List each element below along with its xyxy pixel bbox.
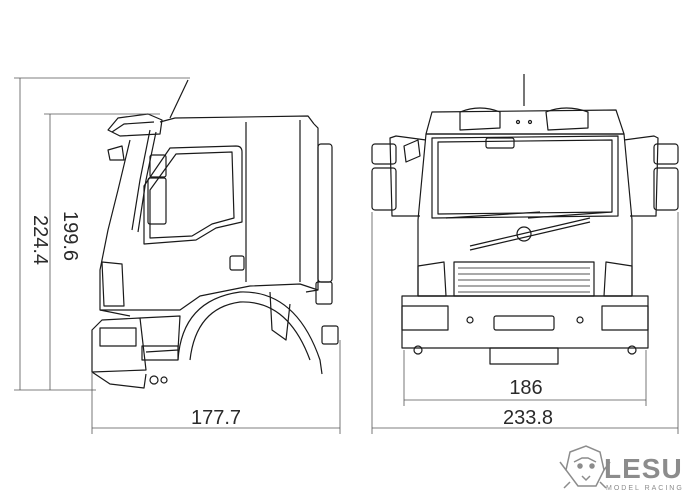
roof-front bbox=[425, 109, 625, 135]
cab-front-body bbox=[417, 133, 633, 297]
brand-emblem bbox=[516, 226, 532, 242]
wiper-right bbox=[527, 211, 613, 219]
cab-front bbox=[99, 139, 131, 317]
lion-head-icon bbox=[559, 445, 611, 489]
dim-height-cab: 199.6 bbox=[59, 211, 81, 261]
sill-line bbox=[100, 283, 319, 311]
dim-height-total: 224.4 bbox=[29, 215, 51, 265]
mirror-right-upper bbox=[653, 143, 679, 165]
exhaust-pipe bbox=[317, 143, 333, 283]
dim-front-track: 186 bbox=[509, 377, 542, 399]
side-dimensions bbox=[14, 77, 341, 434]
front-view bbox=[371, 74, 679, 365]
roof-vent-left bbox=[459, 107, 501, 131]
mirror-arm-right bbox=[623, 135, 659, 217]
mirror-top bbox=[107, 145, 125, 161]
wheel-arch bbox=[177, 291, 323, 375]
logo-wordmark: LESU bbox=[604, 453, 683, 484]
dim-side-length: 177.7 bbox=[191, 407, 241, 429]
door-handle bbox=[229, 255, 245, 271]
door-window bbox=[143, 145, 243, 245]
front-dimensions bbox=[371, 212, 679, 434]
lower-grille bbox=[453, 261, 595, 297]
mirror-arm-left bbox=[389, 135, 427, 217]
side-mirror bbox=[147, 177, 167, 225]
step-left bbox=[401, 305, 449, 331]
mirror-left-upper bbox=[371, 143, 397, 165]
mirror-right-lower bbox=[653, 167, 679, 211]
tow-hook bbox=[493, 315, 555, 331]
sun-sensor bbox=[485, 137, 515, 149]
headlight-left bbox=[417, 261, 447, 297]
roof-visor bbox=[107, 113, 163, 137]
lesu-logo: LESU MODEL RACING bbox=[559, 445, 684, 492]
cab-rear bbox=[305, 123, 319, 293]
antenna bbox=[169, 79, 189, 119]
grille-bar bbox=[469, 221, 591, 251]
roof-line bbox=[159, 115, 315, 125]
skid-plate bbox=[489, 347, 559, 365]
step-right bbox=[601, 305, 649, 331]
side-view bbox=[91, 79, 339, 389]
headlight-right bbox=[603, 261, 633, 297]
wiper-left bbox=[445, 211, 541, 219]
front-bumper bbox=[401, 295, 649, 349]
logo-tagline: MODEL RACING bbox=[606, 485, 684, 492]
windshield bbox=[431, 135, 619, 219]
front-step bbox=[91, 317, 147, 373]
mirror-left-lower bbox=[371, 167, 397, 211]
roof-vent-right bbox=[545, 107, 589, 131]
dim-front-width: 233.8 bbox=[503, 407, 553, 429]
